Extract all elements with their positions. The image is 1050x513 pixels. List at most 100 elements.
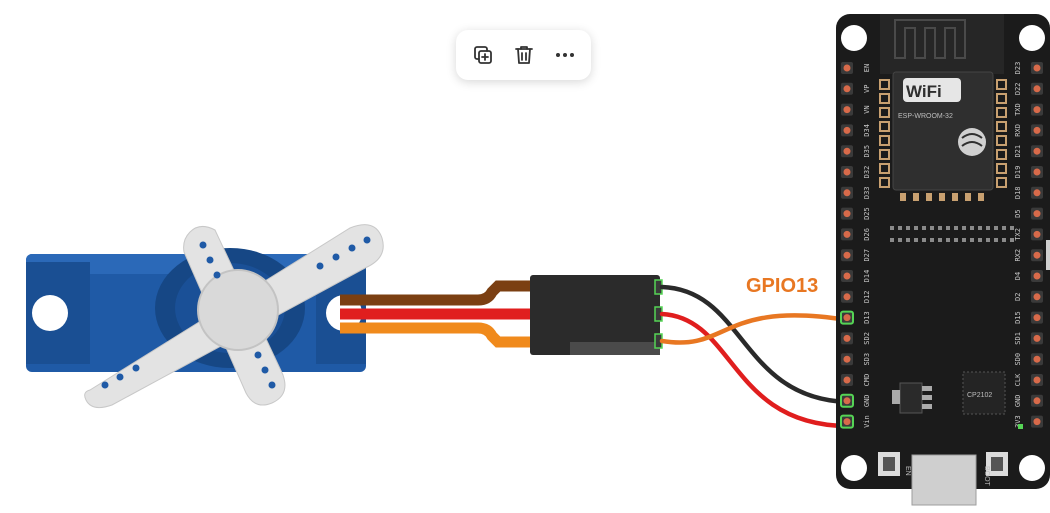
pin-left-d14[interactable]: D14 <box>841 270 871 283</box>
pin-left-d13[interactable]: D13 <box>840 310 871 325</box>
floating-toolbar <box>456 30 591 80</box>
board-mount-hole <box>1019 455 1045 481</box>
pin-label: SD0 <box>1014 353 1022 366</box>
pin-left-d34[interactable]: D34 <box>841 124 871 137</box>
pin-right-d15[interactable]: D15 <box>1014 311 1043 324</box>
pin-label: D27 <box>863 249 871 262</box>
pin-left-d12[interactable]: D12 <box>841 290 871 303</box>
pin-label: GND <box>863 394 871 407</box>
status-led <box>1018 424 1023 429</box>
voltage-regulator <box>892 382 932 414</box>
pin-label: SD2 <box>863 332 871 345</box>
pin-right-d19[interactable]: D19 <box>1014 166 1043 179</box>
pin-left-en[interactable]: EN <box>841 62 871 74</box>
servo-motor[interactable] <box>26 224 384 409</box>
pin-label: D5 <box>1014 209 1022 217</box>
pin-label: GND <box>1014 394 1022 407</box>
pin-left-vp[interactable]: VP <box>841 82 871 95</box>
module-label: ESP-WROOM-32 <box>898 113 953 120</box>
pin-right-d2[interactable]: D2 <box>1014 290 1043 303</box>
signal-wire-gpio13[interactable] <box>659 313 850 345</box>
pin-left-d25[interactable]: D25 <box>841 207 871 220</box>
pin-label: VP <box>863 85 871 93</box>
pin-left-d26[interactable]: D26 <box>841 228 871 241</box>
esp32-board[interactable]: WiFi ESP-WROOM-32 ENVPVND34D35D32D33D25D… <box>836 14 1050 506</box>
servo-cable[interactable] <box>340 280 534 348</box>
pin-left-cmd[interactable]: CMD <box>841 374 871 387</box>
pin-left-sd3[interactable]: SD3 <box>841 353 871 366</box>
pin-left-d35[interactable]: D35 <box>841 145 871 158</box>
pin-label: D26 <box>863 228 871 241</box>
pin-label: D32 <box>863 166 871 179</box>
usb-port[interactable] <box>911 454 977 506</box>
ground-wire[interactable] <box>659 284 850 405</box>
gpio13-label: GPIO13 <box>746 275 818 297</box>
pin-left-gnd[interactable]: GND <box>840 393 871 408</box>
pin-left-d27[interactable]: D27 <box>841 249 871 262</box>
pin-label: D12 <box>863 290 871 303</box>
board-pcb <box>836 14 1050 489</box>
pin-label: D22 <box>1014 82 1022 95</box>
pin-right-tx2[interactable]: TX2 <box>1014 228 1043 241</box>
pin-label: D14 <box>863 270 871 283</box>
pin-label: RXD <box>1014 124 1022 137</box>
more-options-button[interactable] <box>548 38 582 72</box>
pin-right-sd0[interactable]: SD0 <box>1014 353 1043 366</box>
servo-wire-orange <box>340 322 534 348</box>
pin-label: EN <box>863 64 871 72</box>
delete-button[interactable] <box>507 38 541 72</box>
pin-right-rx2[interactable]: RX2 <box>1014 249 1043 262</box>
pin-label: D13 <box>863 311 871 324</box>
pin-label: D34 <box>863 124 871 137</box>
pin-right-rxd[interactable]: RXD <box>1014 124 1043 137</box>
pin-label: SD1 <box>1014 332 1022 345</box>
board-mount-hole <box>841 455 867 481</box>
pin-right-d5[interactable]: D5 <box>1014 207 1043 220</box>
pin-label: D21 <box>1014 145 1022 158</box>
pin-right-clk[interactable]: CLK <box>1014 373 1043 386</box>
power-wire[interactable] <box>659 311 850 429</box>
pin-left-vin[interactable]: Vin <box>840 414 871 429</box>
servo-horn <box>84 224 384 409</box>
en-button-label: EN <box>904 466 911 476</box>
pin-right-d4[interactable]: D4 <box>1014 270 1043 282</box>
trash-icon <box>514 46 533 64</box>
servo-wire-brown <box>340 280 534 306</box>
pin-right-d23[interactable]: D23 <box>1014 62 1043 75</box>
pin-right-gnd[interactable]: GND <box>1014 394 1043 407</box>
wifi-logo-box <box>903 78 961 102</box>
pin-right-d18[interactable]: D18 <box>1014 186 1043 199</box>
pin-label: Vin <box>863 415 871 428</box>
wifi-logo: WiFi <box>906 82 942 101</box>
pin-left-vn[interactable]: VN <box>841 103 871 116</box>
pin-right-d22[interactable]: D22 <box>1014 82 1043 95</box>
boot-button[interactable]: BOOT <box>983 452 1008 487</box>
servo-connector[interactable] <box>530 275 663 355</box>
pin-right-d21[interactable]: D21 <box>1014 145 1043 158</box>
pin-right-sd1[interactable]: SD1 <box>1014 332 1043 345</box>
pin-label: D19 <box>1014 166 1022 179</box>
pin-left-sd2[interactable]: SD2 <box>841 332 871 345</box>
en-button[interactable]: EN <box>878 452 911 476</box>
more-horizontal-icon <box>555 53 574 57</box>
duplicate-button[interactable] <box>466 38 500 72</box>
jumper-wires[interactable] <box>659 284 850 429</box>
pin-label: RX2 <box>1014 249 1022 262</box>
pin-label: TXD <box>1014 103 1022 116</box>
esp-wroom-module: WiFi ESP-WROOM-32 <box>879 14 1007 201</box>
pin-label: CLK <box>1014 373 1022 386</box>
pin-label: D23 <box>1014 62 1022 75</box>
pin-label: VN <box>863 105 871 113</box>
servo-mount-hole-left <box>32 295 68 331</box>
pin-label: D33 <box>863 186 871 199</box>
board-mount-hole <box>841 25 867 51</box>
pin-left-d32[interactable]: D32 <box>841 166 871 179</box>
pin-right-3v3[interactable]: 3V3 <box>1014 415 1043 428</box>
left-pin-header: EN VP VN D34D35D32D33D25D26D27D14D12D13SD2S… <box>840 62 871 429</box>
board-mount-hole <box>1019 25 1045 51</box>
pin-left-d33[interactable]: D33 <box>841 186 871 199</box>
pin-right-txd[interactable]: TXD <box>1014 103 1043 116</box>
pin-label: TX2 <box>1014 228 1022 241</box>
